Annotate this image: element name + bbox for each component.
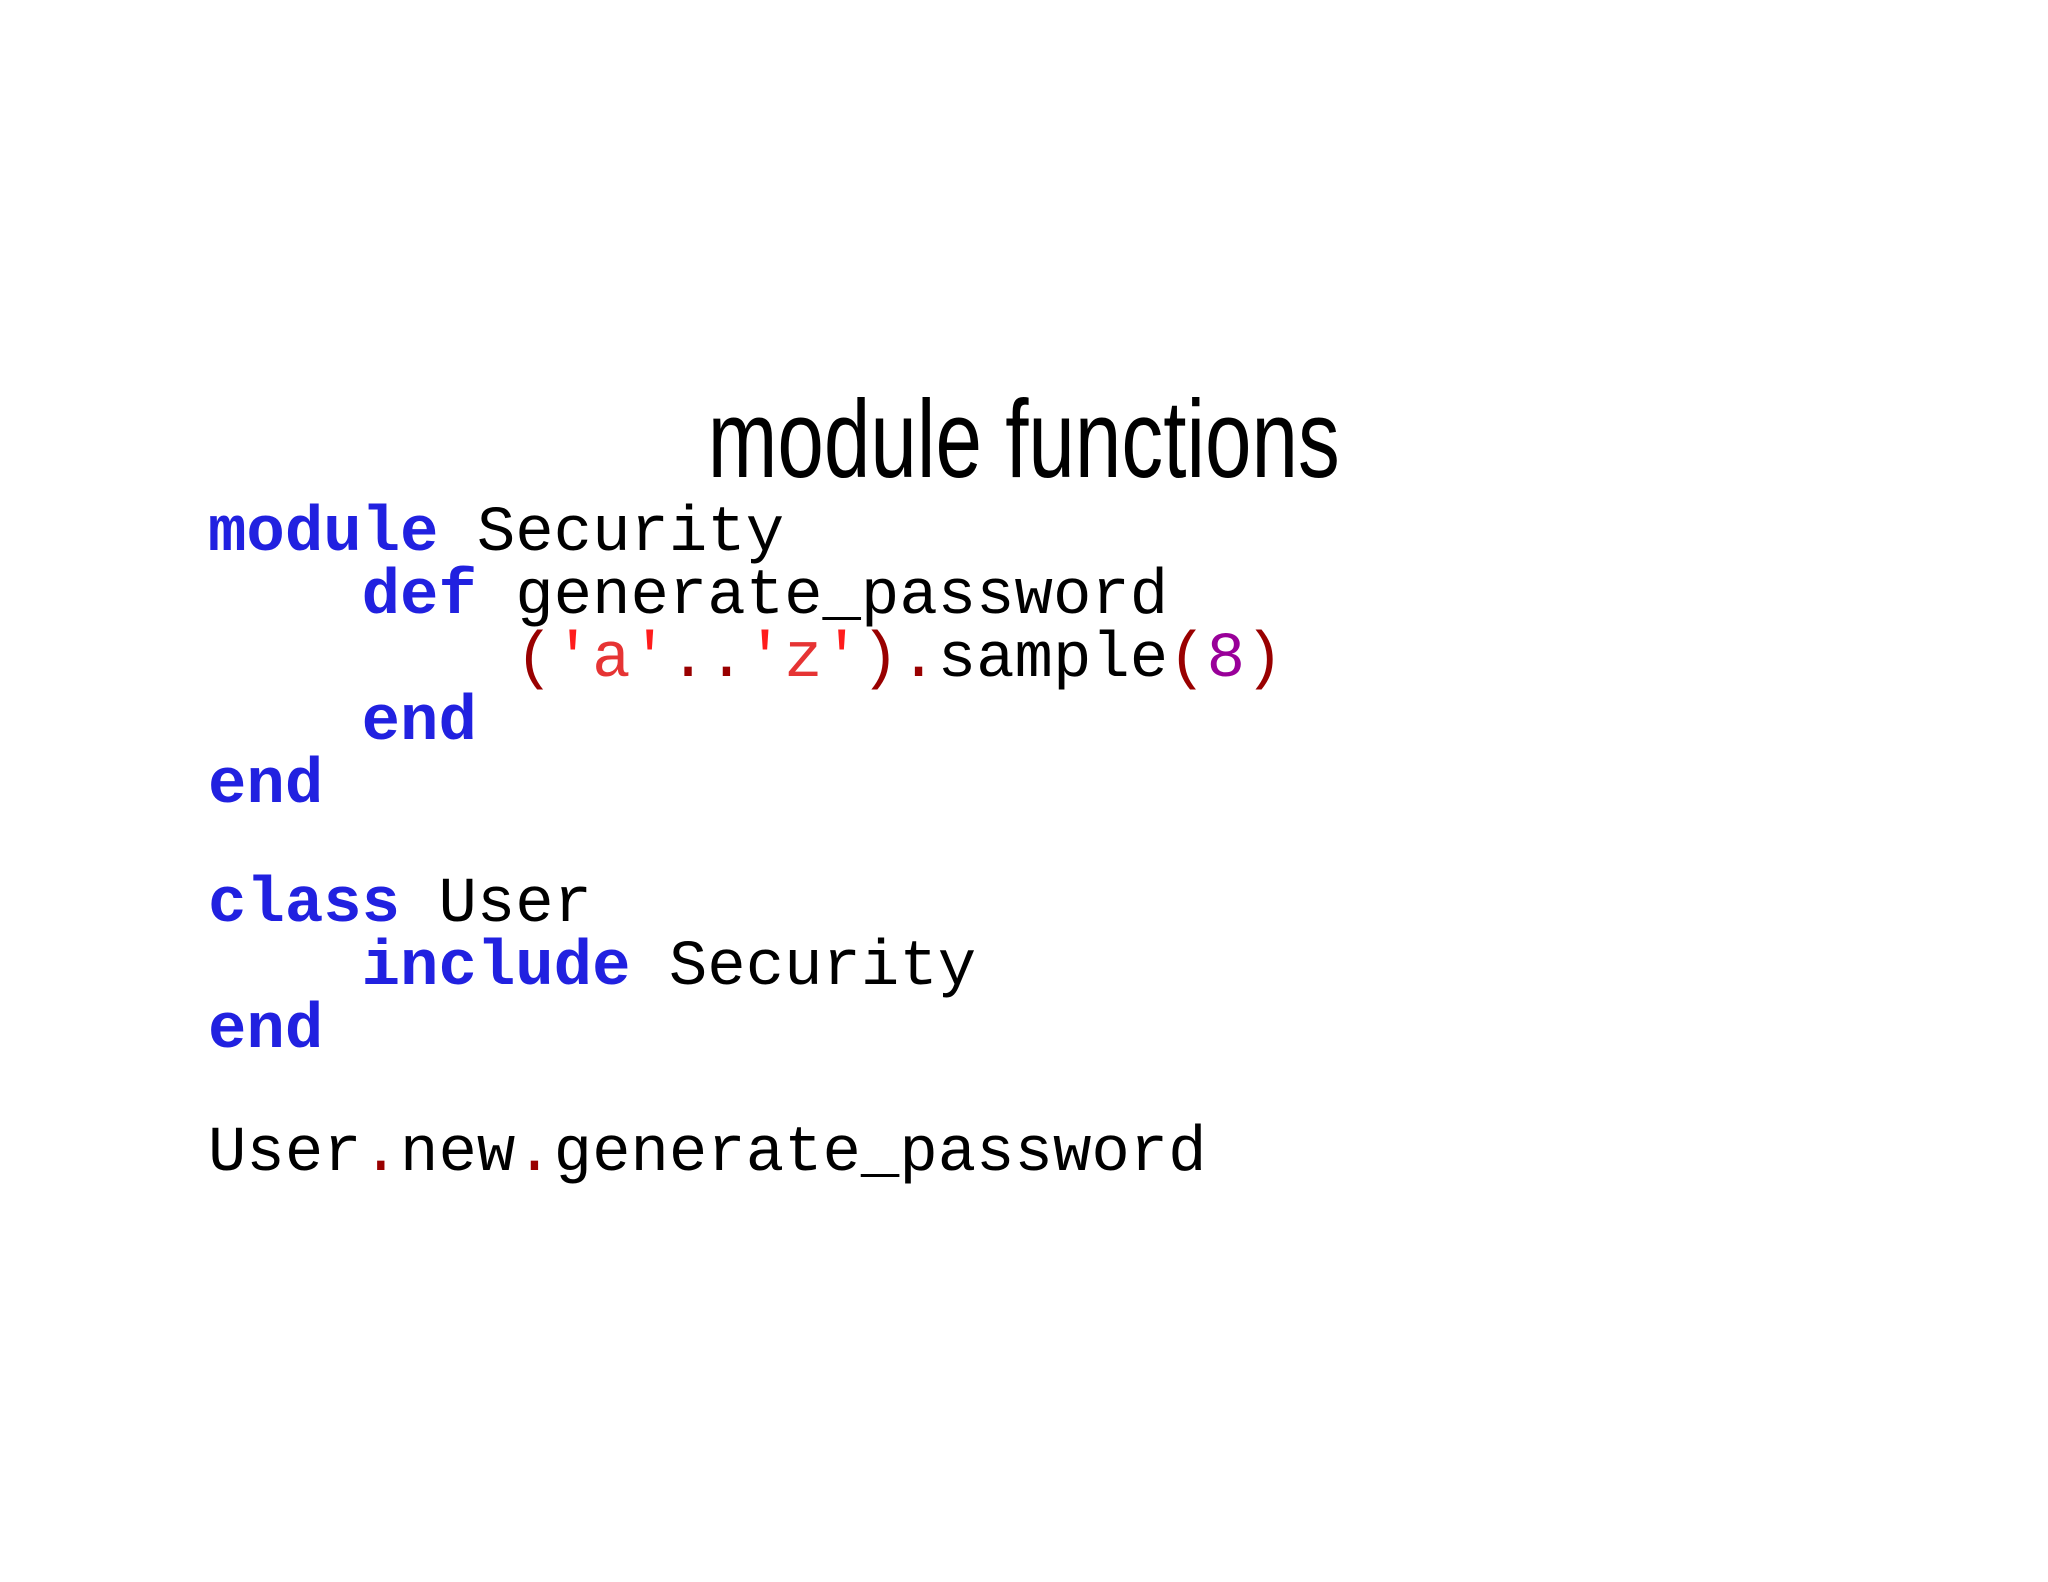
code-line: end [208, 691, 1283, 755]
code-token-punctuation: .. [668, 624, 746, 696]
code-block-usage-example: User.new.generate_password [208, 1122, 1207, 1186]
code-line: module Security [208, 502, 1283, 566]
code-line: ('a'..'z').sample(8) [208, 628, 1283, 692]
code-token-keyword: end [208, 750, 324, 822]
code-token-punctuation: ) [1244, 624, 1284, 696]
code-line: User.new.generate_password [208, 1122, 1207, 1186]
code-token-plain [208, 932, 362, 1004]
code-token-keyword: include [361, 932, 631, 1004]
code-token-punctuation: . [361, 1118, 401, 1190]
code-token-string_delimiter: ' [553, 624, 593, 696]
code-line: end [208, 754, 1283, 818]
code-token-plain [208, 687, 362, 759]
code-token-keyword: end [208, 995, 324, 1067]
code-token-punctuation: . [899, 624, 938, 696]
code-token-plain: User [208, 1118, 362, 1190]
code-token-plain [208, 624, 515, 696]
code-token-string_delimiter: ' [630, 624, 669, 696]
code-token-keyword: end [361, 687, 477, 759]
code-line: include Security [208, 936, 977, 1000]
code-token-keyword: class [208, 869, 401, 941]
slide-title: module functions [0, 385, 2048, 495]
code-token-plain: generate_password [476, 561, 1169, 633]
code-token-plain: new [400, 1118, 516, 1190]
code-token-plain: User [400, 869, 593, 941]
code-token-number: 8 [1206, 624, 1245, 696]
code-token-plain: Security [438, 498, 785, 570]
code-token-plain: Security [630, 932, 977, 1004]
code-token-punctuation: ( [515, 624, 554, 696]
code-token-punctuation: . [515, 1118, 554, 1190]
code-line: end [208, 999, 976, 1063]
code-token-keyword: module [208, 498, 439, 570]
code-token-plain: generate_password [553, 1118, 1207, 1190]
code-token-string_content: z [784, 624, 823, 696]
code-token-keyword: def [361, 561, 477, 633]
code-token-string_delimiter: ' [745, 624, 785, 696]
code-line: def generate_password [208, 565, 1283, 629]
code-line: class User [208, 873, 976, 937]
code-token-string_content: a [592, 624, 631, 696]
code-token-punctuation: ( [1168, 624, 1207, 696]
code-token-plain: sample [937, 624, 1169, 696]
code-token-plain [208, 561, 362, 633]
code-block-security-module: module Security def generate_password ('… [208, 502, 1283, 818]
code-token-string_delimiter: ' [822, 624, 861, 696]
slide-title-text: module functions [707, 378, 1341, 501]
code-token-punctuation: ) [860, 624, 900, 696]
